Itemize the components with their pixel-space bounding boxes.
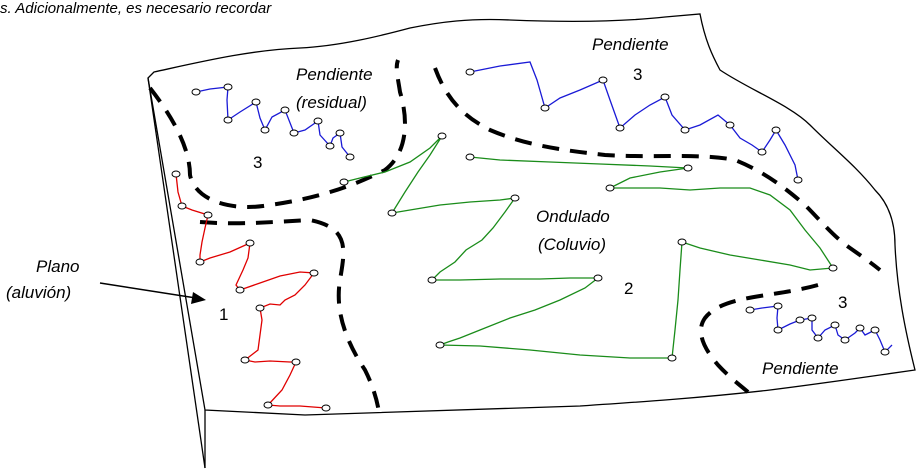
station-point [177, 202, 187, 210]
boundary-bottom-pendiente [698, 283, 819, 394]
traverse-pendiente-residual [191, 83, 355, 161]
unit-number-plano: 1 [219, 305, 228, 324]
label-coluvio: (Coluvio) [538, 235, 606, 254]
station-point [171, 170, 181, 178]
traverse-pendiente-top [465, 61, 803, 184]
top-caption: s. Adicionalmente, es necesario recordar [0, 0, 272, 17]
station-point [255, 304, 265, 312]
traverse-pendiente-bottom [745, 302, 893, 356]
unit-number-ondulado: 2 [624, 279, 633, 298]
unit-boundaries [148, 59, 882, 419]
terrain-left-edge [147, 77, 206, 469]
traverse-plano [171, 170, 331, 412]
station-point [291, 358, 301, 366]
station-point [309, 269, 319, 277]
station-point [263, 401, 273, 409]
boundary-top-pendiente [433, 67, 882, 272]
traverse-ondulado [339, 132, 838, 362]
terrain-outline [147, 13, 916, 416]
station-point [235, 286, 245, 294]
label-ondulado: Ondulado [536, 207, 610, 226]
station-point [240, 356, 250, 364]
label-pendiente-residual: Pendiente [296, 65, 373, 84]
label-residual: (residual) [296, 93, 367, 112]
boundary-plano [199, 217, 382, 419]
unit-number-top-right: 3 [633, 65, 642, 84]
label-pendiente-bottom: Pendiente [762, 359, 839, 378]
station-point [203, 211, 213, 219]
station-point [321, 404, 331, 412]
plano-arrow [99, 282, 206, 304]
station-point [245, 239, 255, 247]
unit-number-residual: 3 [253, 153, 262, 172]
label-plano: Plano [36, 257, 79, 276]
label-aluvion: (aluvión) [6, 283, 71, 302]
label-pendiente-top: Pendiente [592, 35, 669, 54]
station-point [195, 258, 205, 266]
boundary-residual [148, 59, 407, 209]
unit-number-bottom-right: 3 [838, 293, 847, 312]
